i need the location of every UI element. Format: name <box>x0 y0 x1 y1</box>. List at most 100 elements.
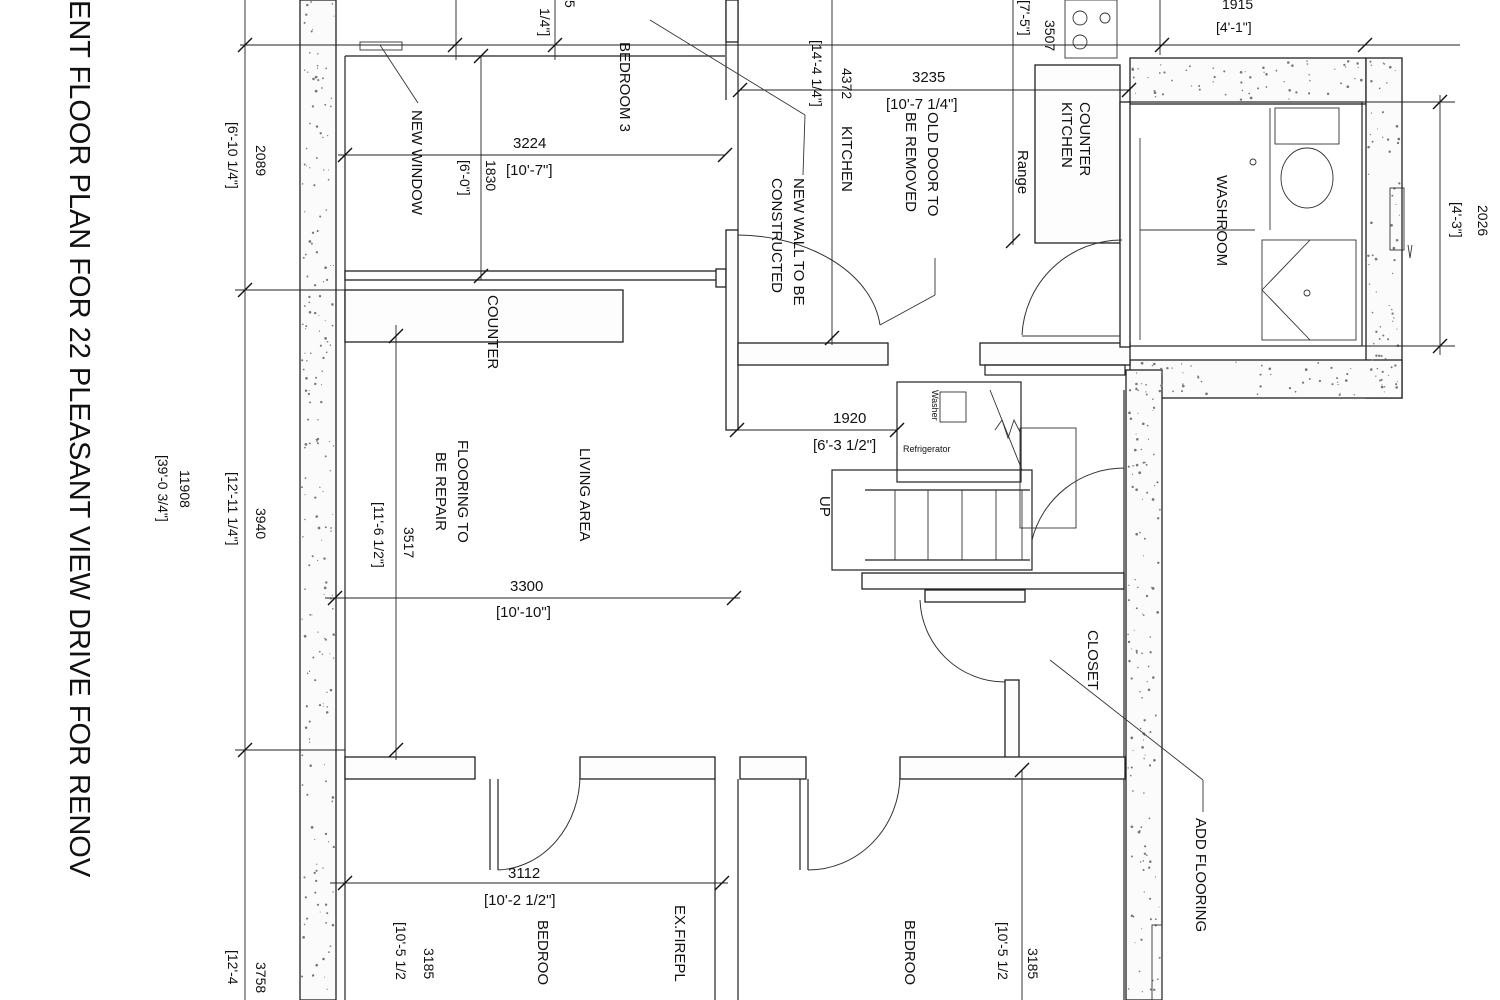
hatch-speck <box>1392 246 1396 250</box>
hatch-speck <box>1128 659 1131 663</box>
hatch-speck <box>1146 681 1148 683</box>
hatch-speck <box>1140 826 1143 829</box>
hatch-speck <box>1137 389 1139 392</box>
hatch-speck <box>1158 906 1160 908</box>
range-label: Range <box>1014 150 1031 194</box>
hatch-speck <box>1163 71 1166 74</box>
hatch-speck <box>326 912 329 915</box>
hatch-speck <box>324 526 327 529</box>
hatch-speck <box>1331 383 1334 386</box>
hatch-speck <box>326 988 328 990</box>
hatch-speck <box>1146 854 1148 856</box>
hatch-speck <box>1145 383 1147 386</box>
hatch-speck <box>1398 214 1400 216</box>
hatch-speck <box>1142 739 1145 741</box>
hatch-speck <box>1339 392 1341 394</box>
door-swings <box>497 234 1125 871</box>
hatch-speck <box>1149 730 1152 734</box>
hatch-speck <box>1149 860 1152 863</box>
dim-range-imp: [7'-5"] <box>1017 0 1033 36</box>
hatch-speck <box>1132 465 1134 467</box>
hatch-speck <box>1144 845 1147 848</box>
hatch-speck <box>1135 463 1139 467</box>
washer-label: Washer <box>930 390 940 421</box>
hatch-speck <box>304 352 306 354</box>
hatch-speck <box>1139 861 1142 863</box>
hatch-speck <box>1368 283 1371 285</box>
dim-left-bot-mm: 3758 <box>253 962 269 993</box>
dim-washroom-mm: 2026 <box>1475 205 1491 236</box>
hatch-speck <box>1304 368 1308 371</box>
hatch-speck <box>1135 532 1139 536</box>
hatch-speck <box>325 780 327 783</box>
hatch-speck <box>323 705 325 707</box>
hatch-speck <box>1141 652 1143 655</box>
hatch-speck <box>1337 381 1339 383</box>
hatch-speck <box>1135 488 1138 492</box>
kitchen-counter-label-1: KITCHEN <box>1058 102 1075 168</box>
hatch-speck <box>301 323 304 326</box>
hatch-speck <box>1388 374 1390 377</box>
hatch-speck <box>316 64 319 67</box>
hatch-speck <box>1147 77 1149 79</box>
hatch-speck <box>304 726 308 729</box>
hatch-speck <box>1381 370 1384 373</box>
hatch-speck <box>321 539 323 541</box>
hatch-speck <box>1375 330 1378 333</box>
hatch-speck <box>324 266 327 270</box>
hatch-speck <box>331 324 334 327</box>
hatch-speck <box>1151 498 1155 501</box>
hatch-speck <box>1156 481 1159 484</box>
hatch-speck <box>305 325 308 328</box>
hatch-speck <box>317 79 320 82</box>
hatch-speck <box>1345 379 1348 382</box>
hatch-speck <box>1171 79 1173 82</box>
hatch-speck <box>1143 891 1145 893</box>
hatch-speck <box>317 419 319 421</box>
hatch-speck <box>1145 463 1148 466</box>
hatch-speck <box>1288 88 1292 92</box>
hatch-speck <box>1257 87 1260 90</box>
hatch-speck <box>1127 599 1130 602</box>
window-symbol-bottom <box>1151 924 1163 1000</box>
hatch-speck <box>1265 73 1268 76</box>
hatch-speck <box>1239 70 1243 74</box>
hatch-speck <box>1396 328 1398 330</box>
dim-bed-w-imp: [10'-2 1/2"] <box>484 892 556 909</box>
hatch-speck <box>1143 719 1146 722</box>
hatch-speck <box>307 392 311 396</box>
hatch-speck <box>315 879 318 883</box>
hatch-speck <box>318 294 322 298</box>
hatch-speck <box>317 631 319 633</box>
hatch-speck <box>325 67 328 70</box>
hatch-speck <box>322 356 325 360</box>
hatch-speck <box>1181 390 1183 393</box>
hatch-speck <box>1375 375 1377 377</box>
hatch-speck <box>306 917 309 920</box>
hatch-speck <box>316 903 320 906</box>
hatch-speck <box>1152 988 1156 992</box>
hatch-speck <box>1141 613 1143 615</box>
hatch-speck <box>1128 389 1132 392</box>
hatch-speck <box>1158 72 1161 74</box>
hatch-speck <box>1381 111 1384 114</box>
hatch-speck <box>1383 391 1385 393</box>
hatch-speck <box>1142 868 1145 871</box>
hatch-speck <box>329 440 331 443</box>
hatch-speck <box>1240 81 1243 84</box>
hatch-speck <box>310 1 313 3</box>
hatch-speck <box>1256 393 1259 396</box>
add-flooring-note: ADD FLOORING <box>1192 818 1209 932</box>
hatch-speck <box>1147 665 1150 668</box>
hatch-speck <box>318 330 321 332</box>
hatch-speck <box>309 167 311 169</box>
hatch-speck <box>1132 790 1134 792</box>
hatch-speck <box>1369 60 1372 63</box>
hatch-speck <box>1171 367 1173 369</box>
hatch-speck <box>1326 92 1330 96</box>
new-wall-note-1: NEW WALL TO BE <box>790 178 807 306</box>
hatch-speck <box>1380 385 1384 389</box>
hatch-speck <box>1134 942 1136 944</box>
hatch-speck <box>1344 66 1347 68</box>
hatch-speck <box>1154 918 1157 921</box>
